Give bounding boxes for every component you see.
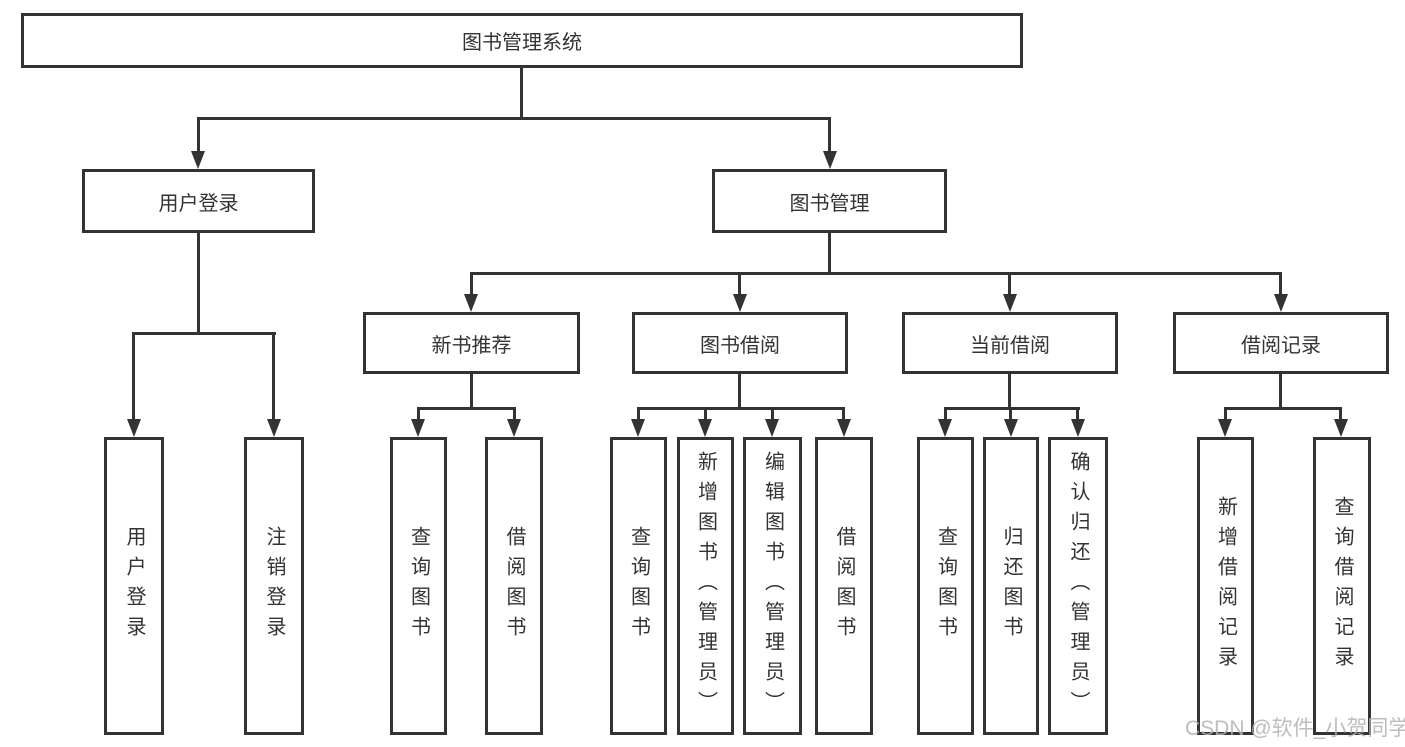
leaf-borrow-edit-book-admin: 编辑图书（管理员）: [743, 437, 802, 735]
connector-hline: [944, 407, 1080, 410]
arrowhead-down-icon: [507, 419, 521, 437]
arrowhead-down-icon: [1218, 419, 1232, 437]
arrowhead-down-icon: [1004, 419, 1018, 437]
connector-vline: [704, 407, 707, 421]
arrowhead-down-icon: [631, 419, 645, 437]
leaf-logout: 注销登录: [244, 437, 304, 735]
node-book-borrow: 图书借阅: [632, 312, 848, 374]
connector-vline: [417, 407, 420, 421]
leaf-borrow-query-book: 查询图书: [610, 437, 667, 735]
arrowhead-down-icon: [464, 294, 478, 312]
connector-hline: [197, 117, 831, 120]
node-book-management: 图书管理: [712, 169, 947, 233]
node-new-book-recommend: 新书推荐: [363, 312, 580, 374]
node-borrow-records: 借阅记录: [1173, 312, 1389, 374]
arrowhead-down-icon: [698, 419, 712, 437]
leaf-borrow-add-book-admin: 新增图书（管理员）: [677, 437, 734, 735]
node-root-system: 图书管理系统: [21, 13, 1023, 68]
connector-vline: [1279, 374, 1282, 410]
connector-vline: [828, 117, 831, 153]
node-current-borrow: 当前借阅: [902, 312, 1118, 374]
connector-vline: [513, 407, 516, 421]
connector-vline: [1339, 407, 1342, 421]
connector-hline: [1224, 407, 1342, 410]
arrowhead-down-icon: [1003, 294, 1017, 312]
connector-vline: [738, 272, 741, 296]
connector-vline: [637, 407, 640, 421]
connector-vline: [1009, 407, 1012, 421]
connector-vline: [944, 407, 947, 421]
arrowhead-down-icon: [1334, 419, 1348, 437]
arrowhead-down-icon: [411, 419, 425, 437]
leaf-current-confirm-return-admin: 确认归还（管理员）: [1048, 437, 1108, 735]
node-user-login: 用户登录: [82, 169, 315, 233]
connector-vline: [272, 332, 275, 421]
arrowhead-down-icon: [823, 151, 837, 169]
connector-vline: [1008, 374, 1011, 410]
connector-vline: [520, 68, 523, 120]
leaf-records-query-record: 查询借阅记录: [1313, 437, 1371, 735]
connector-vline: [132, 332, 135, 421]
arrowhead-down-icon: [733, 294, 747, 312]
connector-vline: [842, 407, 845, 421]
arrowhead-down-icon: [1274, 294, 1288, 312]
leaf-recommend-borrow-book: 借阅图书: [485, 437, 543, 735]
connector-vline: [828, 233, 831, 275]
connector-vline: [470, 272, 473, 296]
connector-vline: [197, 117, 200, 153]
arrowhead-down-icon: [267, 419, 281, 437]
connector-hline: [417, 407, 516, 410]
arrowhead-down-icon: [938, 419, 952, 437]
leaf-current-return-book: 归还图书: [983, 437, 1039, 735]
connector-hline: [132, 332, 276, 335]
arrowhead-down-icon: [765, 419, 779, 437]
connector-vline: [738, 374, 741, 410]
leaf-user-login: 用户登录: [104, 437, 164, 735]
connector-vline: [1224, 407, 1227, 421]
arrowhead-down-icon: [191, 151, 205, 169]
connector-vline: [1279, 272, 1282, 296]
leaf-borrow-borrow-book: 借阅图书: [815, 437, 873, 735]
connector-vline: [470, 374, 473, 410]
connector-vline: [197, 233, 200, 335]
connector-hline: [637, 407, 845, 410]
leaf-recommend-query-book: 查询图书: [390, 437, 447, 735]
arrowhead-down-icon: [127, 419, 141, 437]
arrowhead-down-icon: [1071, 419, 1085, 437]
connector-vline: [1076, 407, 1079, 421]
csdn-watermark: CSDN @软件_小贺同学: [1185, 717, 1405, 740]
leaf-current-query-book: 查询图书: [917, 437, 974, 735]
arrowhead-down-icon: [837, 419, 851, 437]
leaf-records-add-record: 新增借阅记录: [1197, 437, 1254, 735]
connector-vline: [1008, 272, 1011, 296]
connector-vline: [771, 407, 774, 421]
connector-hline: [470, 272, 1282, 275]
